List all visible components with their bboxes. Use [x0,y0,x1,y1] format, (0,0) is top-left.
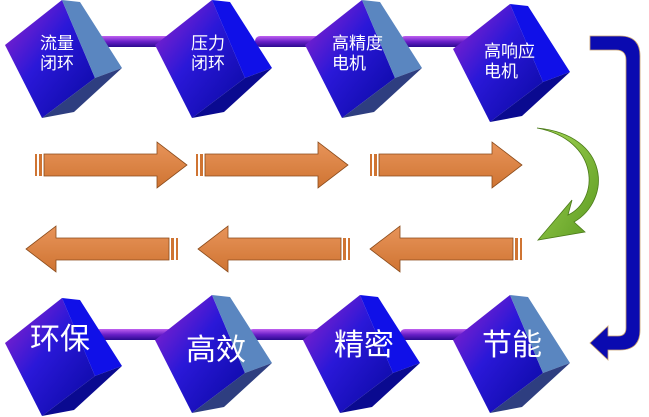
label-line: 闭环 [40,54,74,75]
blue-return-arrow [589,35,641,361]
green-curved-arrow [536,127,599,241]
arrow-left-3 [369,225,523,273]
arrow-right-2 [195,141,349,189]
label-line: 闭环 [191,54,225,75]
label-line: 高响应 [484,42,535,62]
arrow-left-2 [197,225,351,273]
label-line: 压力 [191,34,225,54]
label-line: 流量 [40,34,74,54]
label-line: 电机 [332,54,366,75]
arrow-right-1 [34,141,188,189]
arrow-left-1 [25,225,179,273]
cube-label-high-precision-motor: 高精度 电机 [332,34,383,75]
cube-label-efficient: 高效 [186,333,246,368]
cube-label-pressure-closed-loop: 压力 闭环 [191,34,225,75]
cube-label-flow-closed-loop: 流量 闭环 [40,34,74,75]
bottom-connectors [95,329,475,340]
cube-label-energy-saving: 节能 [482,328,542,363]
cube-label-high-response-motor: 高响应 电机 [484,42,535,83]
arrow-right-3 [369,141,523,189]
label-line: 电机 [484,62,518,83]
cube-label-precise: 精密 [334,328,394,363]
top-connectors [95,36,475,47]
label-line: 高精度 [332,34,383,54]
cube-label-eco: 环保 [30,322,90,357]
